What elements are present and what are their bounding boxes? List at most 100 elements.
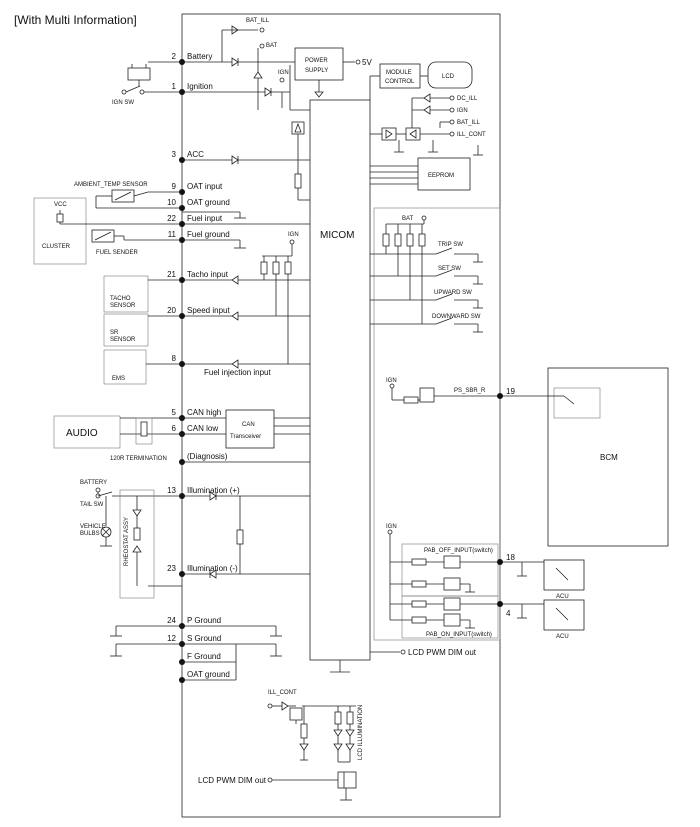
tail-sw-label: TAIL SW [80, 502, 104, 508]
ign-label: IGN [278, 70, 289, 76]
power-input-section: BAT_ILL BAT IGN [182, 18, 310, 111]
pin-label: Fuel ground [187, 230, 230, 239]
fuel-sender-label: FUEL SENDER [96, 250, 138, 256]
ign-switch-symbol: IGN SW [112, 61, 182, 106]
dc-ill-label: DC_ILL [457, 96, 478, 102]
tacho-sensor-label-1: TACHO [110, 296, 131, 302]
ign-label-4: IGN [386, 378, 397, 384]
pin-label: OAT ground [187, 670, 230, 679]
right-pin-19: 19 [506, 387, 515, 396]
ill-cont-label-2: ILL_CONT [268, 690, 297, 696]
trip-sw-label: TRIP SW [438, 242, 463, 248]
pin-label: Fuel injection input [204, 368, 271, 377]
battery-label: BATTERY [80, 480, 107, 486]
tacho-sensor-label-2: SENSOR [110, 303, 136, 309]
set-sw-label: SET SW [438, 266, 461, 272]
vehicle-bulbs-label-1: VEHICLE [80, 524, 106, 530]
ps-sbr-r-label: PS_SBR_R [454, 388, 486, 394]
pin-label: Tacho input [187, 270, 229, 279]
right-pin-18: 18 [506, 553, 515, 562]
pin-label: CAN low [187, 424, 218, 433]
pin-number: 8 [172, 354, 177, 363]
pin-number: 13 [167, 486, 176, 495]
pin-number: 3 [172, 150, 177, 159]
pin-number: 10 [167, 198, 176, 207]
ign-label-2: IGN [457, 108, 468, 114]
switch-inputs: BAT TRIP SW SET SW UPWARD SW D [370, 207, 501, 641]
pin-label: Illumination (-) [187, 564, 238, 573]
pin-label: (Diagnosis) [187, 452, 228, 461]
lcd-illumination-label: LCD ILLUMINATION [358, 705, 364, 760]
sensor-inputs: IGN TACHO SENSOR SR SENSOR EMS [103, 232, 310, 385]
bat-ill-label: BAT_ILL [246, 18, 270, 24]
pin-label: Fuel input [187, 214, 223, 223]
diagram-title: [With Multi Information] [14, 13, 137, 27]
illum-inputs-group: DC_ILL IGN BAT_ILL ILL_CONT [370, 93, 486, 156]
module-control-label-1: MODULE [386, 70, 412, 76]
ps-sbr-output: IGN PS_SBR_R [386, 378, 500, 404]
power-supply-label-1: POWER [305, 58, 328, 64]
lcd-pwm-dim-out-label-2: LCD PWM DIM out [198, 776, 267, 785]
lcd-illumination-section: ILL_CONT LCD ILLUMINATION LCD PWM DIM ou… [198, 690, 364, 801]
pin-number: 24 [167, 616, 176, 625]
pin-label: F Ground [187, 652, 221, 661]
bat-ill-label-2: BAT_ILL [457, 120, 481, 126]
ems-label: EMS [112, 376, 125, 382]
pin-number: 5 [172, 408, 177, 417]
pin-number: 21 [167, 270, 176, 279]
cluster-box: VCC CLUSTER FUEL SENDER [33, 197, 310, 265]
bat-label: BAT [266, 43, 278, 49]
right-connector-pins: 19 18 4 [497, 387, 515, 618]
bat-label-2: BAT [402, 216, 414, 222]
power-supply-block: POWER SUPPLY 5V [294, 47, 372, 98]
pin-label: Speed input [187, 306, 230, 315]
ill-cont-label: ILL_CONT [457, 132, 486, 138]
pab-on-label: PAB_ON_INPUT(switch) [426, 632, 492, 638]
module-control-label-2: CONTROL [385, 79, 415, 85]
vcc-label: VCC [54, 202, 67, 208]
ambient-temp-sensor-label: AMBIENT_TEMP SENSOR [74, 182, 148, 188]
power-supply-label-2: SUPPLY [305, 68, 328, 74]
pin-number: 23 [167, 564, 176, 573]
eeprom-label: EEPROM [428, 173, 454, 179]
pin-label: CAN high [187, 408, 221, 417]
micom-label: MICOM [320, 230, 354, 241]
pin-number: 1 [172, 82, 177, 91]
pin-label: Illumination (+) [187, 486, 240, 495]
pin-number: 2 [172, 52, 177, 61]
pin-label: OAT input [187, 182, 223, 191]
ambient-temp-sensor: AMBIENT_TEMP SENSOR [74, 182, 246, 219]
termination-label: 120R TERMINATION [110, 456, 167, 462]
pin-label: Battery [187, 52, 212, 61]
eeprom-block: EEPROM [370, 157, 471, 191]
bcm-label: BCM [600, 453, 618, 462]
ign-sw-label: IGN SW [112, 100, 134, 106]
sr-sensor-label-1: SR [110, 330, 119, 336]
pin-number: 9 [172, 182, 177, 191]
upward-sw-label: UPWARD SW [434, 290, 472, 296]
acu-1-label: ACU [556, 594, 569, 600]
cluster-label: CLUSTER [42, 244, 71, 250]
ign-label-5: IGN [386, 524, 397, 530]
can-transceiver-label-2: Transceiver [230, 434, 261, 440]
pab-off-label: PAB_OFF_INPUT(switch) [424, 548, 493, 554]
pin-label: ACC [187, 150, 204, 159]
pin-label: S Ground [187, 634, 221, 643]
pin-number: 20 [167, 306, 176, 315]
micom-block: MICOM [291, 99, 371, 673]
rheostat-label: RHEOSTAT ASSY [124, 517, 130, 566]
five-volt-label: 5V [362, 58, 372, 67]
audio-label: AUDIO [66, 428, 98, 439]
pin-number: 22 [167, 214, 176, 223]
pab-section: IGN PAB_OFF_INPUT(switch) PAB_ON_INPUT(s… [386, 524, 585, 640]
pin-number: 6 [172, 424, 177, 433]
pin-label: Ignition [187, 82, 213, 91]
module-control-block: MODULE CONTROL LCD [369, 61, 473, 100]
illumination-section: BATTERY TAIL SW VEHICLE BULBS RHEOSTAT A… [80, 480, 310, 599]
pin-number: 12 [167, 634, 176, 643]
vehicle-bulbs-label-2: BULBS [80, 531, 100, 537]
pin-number: 11 [168, 230, 177, 239]
lcd-pwm-dim-out-label-1: LCD PWM DIM out [408, 648, 477, 657]
